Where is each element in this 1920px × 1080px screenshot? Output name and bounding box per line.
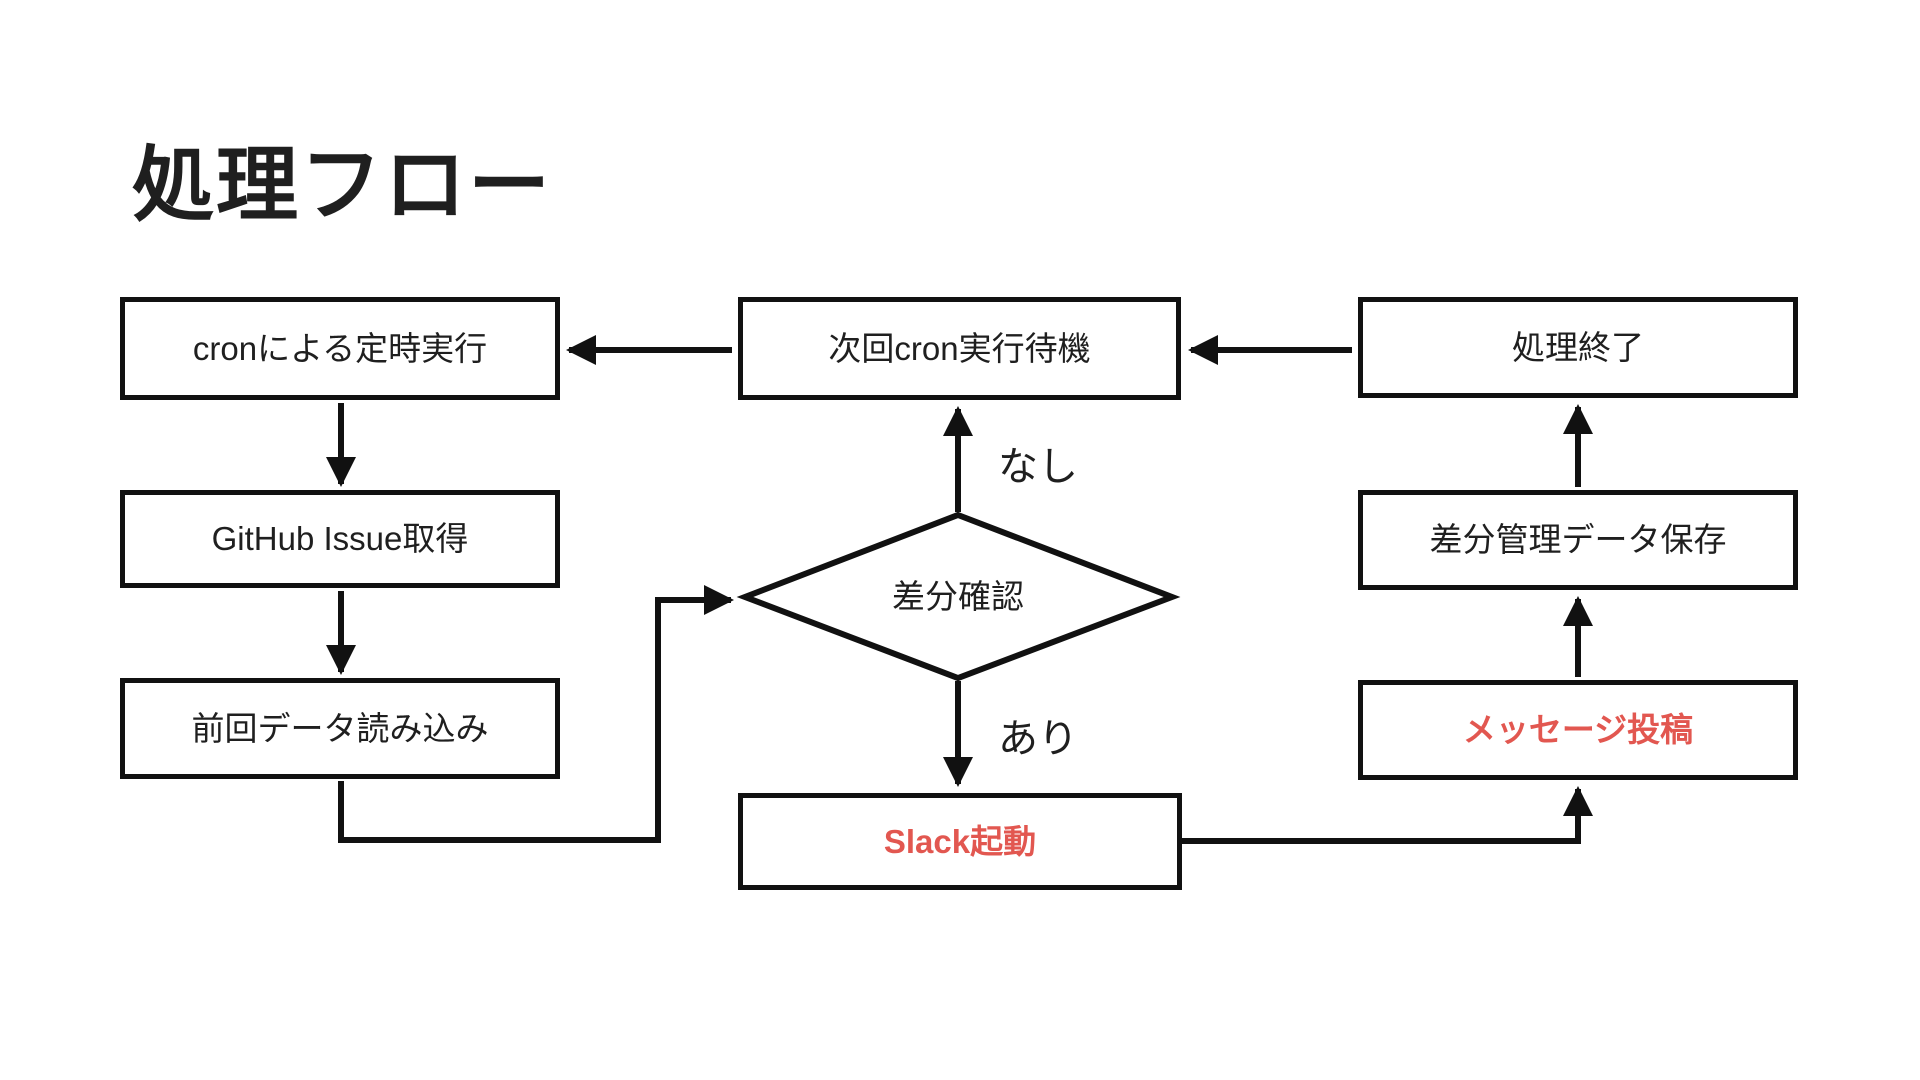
node-slack-launch: Slack起動: [738, 793, 1182, 890]
node-label: GitHub Issue取得: [211, 520, 469, 558]
node-previous-data-load: 前回データ読み込み: [120, 678, 560, 779]
edge-label-has-diff: あり: [998, 717, 1078, 761]
node-github-issue-fetch: GitHub Issue取得: [120, 490, 560, 588]
node-label: 前回データ読み込み: [191, 709, 489, 747]
node-message-post: メッセージ投稿: [1358, 680, 1798, 780]
node-label: cronによる定時実行: [192, 329, 488, 367]
node-label: メッセージ投稿: [1462, 711, 1694, 749]
node-cron-trigger: cronによる定時実行: [120, 297, 560, 400]
node-process-end: 処理終了: [1358, 297, 1798, 398]
node-label: 次回cron実行待機: [828, 329, 1091, 367]
edge-prev-to-diffcheck: [338, 585, 734, 843]
node-diff-data-save: 差分管理データ保存: [1358, 490, 1798, 590]
node-wait-next-cron: 次回cron実行待機: [738, 297, 1181, 400]
edge-slack-to-post: [1182, 786, 1593, 844]
node-diff-check-label: 差分確認: [892, 578, 1024, 615]
node-label: 差分管理データ保存: [1429, 521, 1727, 559]
diff-check-diamond: [736, 511, 1181, 682]
page-title: 処理フロー: [132, 140, 553, 231]
node-label: 処理終了: [1512, 328, 1644, 366]
node-label: Slack起動: [883, 822, 1037, 860]
edge-label-no-diff: なし: [998, 445, 1078, 489]
